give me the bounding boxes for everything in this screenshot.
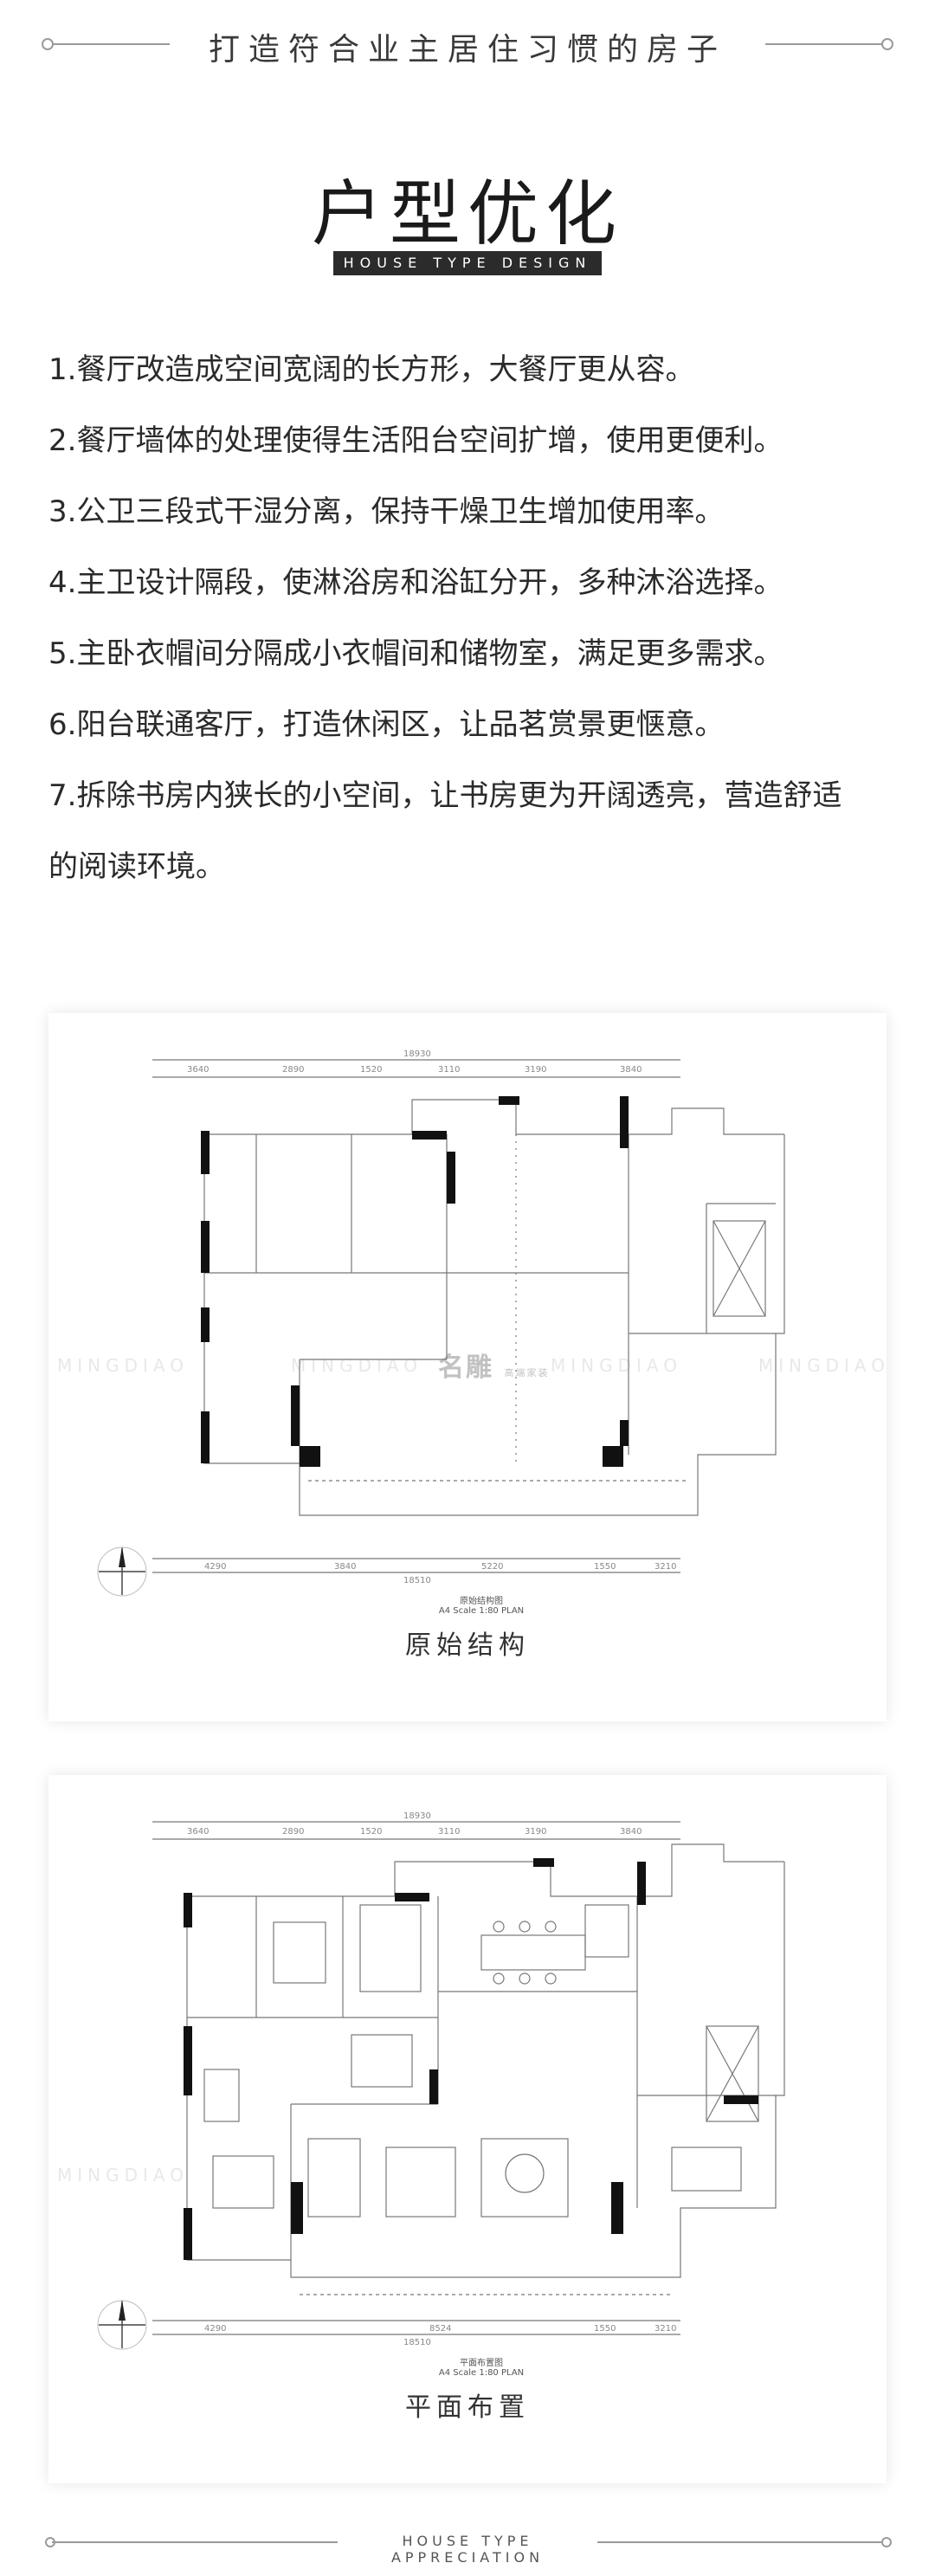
list-item: 6.阳台联通客厅，打造休闲区，让品茗赏景更惬意。: [48, 707, 725, 742]
svg-text:4290: 4290: [204, 2324, 226, 2334]
right-dot: [881, 38, 893, 50]
page-title: 户型优化: [311, 173, 623, 255]
svg-text:1520: 1520: [360, 1827, 382, 1837]
svg-text:3210: 3210: [654, 2324, 676, 2334]
slogan: 打造符合业主居住习惯的房子: [208, 32, 726, 68]
svg-text:2890: 2890: [282, 1065, 304, 1075]
svg-text:3840: 3840: [620, 1065, 642, 1075]
list-item: 3.公卫三段式干湿分离，保持干燥卫生增加使用率。: [48, 494, 725, 529]
svg-text:3840: 3840: [620, 1827, 642, 1837]
right-dot: [881, 2537, 892, 2547]
layout-floor-plan: 3640 2890 1520 3110 3190 3840 18930 4290…: [152, 1810, 802, 2347]
scale-value: Scale 1:80: [453, 1606, 499, 1616]
svg-text:1550: 1550: [594, 2324, 616, 2334]
brand-logo: 名雕 高端家装: [438, 1346, 549, 1384]
top-slogan-bar: 打造符合业主居住习惯的房子: [0, 0, 935, 87]
watermark: MINGDIAO: [291, 1355, 422, 1376]
scale-value: Scale 1:80: [453, 2368, 499, 2378]
list-item: 4.主卫设计隔段，使淋浴房和浴缸分开，多种沐浴选择。: [48, 565, 783, 600]
svg-text:3640: 3640: [187, 1827, 209, 1837]
floor-plan-drawing: 3640 2890 1520 3110 3190 3840 18930 4290…: [152, 1049, 785, 1585]
left-dot: [42, 38, 54, 50]
plan-card-layout: 3640 2890 1520 3110 3190 3840 18930 4290…: [48, 1775, 887, 2483]
page-subtitle: HOUSE TYPE DESIGN: [333, 251, 602, 275]
original-floor-plan: 3640 2890 1520 3110 3190 3840 18930 4290…: [152, 1048, 802, 1585]
plan-scale: 原始结构图 A4 Scale 1:80 PLAN: [429, 1593, 533, 1616]
plan-label: PLAN: [500, 2368, 525, 2378]
list-item: 的阅读环境。: [48, 849, 225, 884]
scale-code: A4: [438, 2368, 451, 2378]
svg-text:18930: 18930: [403, 1811, 431, 1821]
svg-text:1520: 1520: [360, 1065, 382, 1075]
svg-text:5220: 5220: [481, 1562, 503, 1572]
svg-text:3210: 3210: [654, 1562, 676, 1572]
footer-text: HOUSE TYPE APPRECIATION: [390, 2533, 545, 2566]
left-rule: [52, 2541, 338, 2543]
svg-text:3110: 3110: [438, 1827, 460, 1837]
right-rule: [765, 43, 887, 45]
list-item: 1.餐厅改造成空间宽阔的长方形，大餐厅更从容。: [48, 352, 695, 387]
list-item: 2.餐厅墙体的处理使得生活阳台空间扩增，使用更便利。: [48, 423, 783, 458]
svg-text:3190: 3190: [525, 1065, 546, 1075]
logo-text: 名雕: [438, 1353, 493, 1383]
plan-title: 原始结构图: [460, 1597, 503, 1606]
plan-title: 平面布置图: [460, 2359, 503, 2368]
bottom-bar: HOUSE TYPE APPRECIATION: [0, 2515, 935, 2567]
plan-label: PLAN: [500, 1606, 525, 1616]
left-rule: [48, 43, 170, 45]
logo-subtext: 高端家装: [504, 1367, 550, 1378]
svg-text:18510: 18510: [403, 1576, 431, 1585]
svg-text:1550: 1550: [594, 1562, 616, 1572]
list-item: 5.主卧衣帽间分隔成小衣帽间和储物室，满足更多需求。: [48, 636, 783, 671]
list-item: 7.拆除书房内狭长的小空间，让书房更为开阔透亮，营造舒适: [48, 778, 842, 813]
scale-code: A4: [438, 1606, 451, 1616]
plan-scale: 平面布置图 A4 Scale 1:80 PLAN: [429, 2355, 533, 2378]
card-caption: 平面布置: [405, 2392, 530, 2423]
card-caption: 原始结构: [405, 1630, 530, 1661]
right-rule: [597, 2541, 883, 2543]
floor-plan-drawing: 3640 2890 1520 3110 3190 3840 18930 4290…: [152, 1811, 785, 2347]
optimization-list: 1.餐厅改造成空间宽阔的长方形，大餐厅更从容。 2.餐厅墙体的处理使得生活阳台空…: [48, 334, 897, 902]
svg-text:3110: 3110: [438, 1065, 460, 1075]
svg-text:2890: 2890: [282, 1827, 304, 1837]
compass-icon: [97, 2300, 147, 2350]
plan-card-original: 3640 2890 1520 3110 3190 3840 18930 4290…: [48, 1013, 887, 1721]
svg-text:3190: 3190: [525, 1827, 546, 1837]
watermark: MINGDIAO: [57, 1355, 189, 1376]
watermark: MINGDIAO: [57, 2165, 189, 2185]
svg-text:3840: 3840: [334, 1562, 356, 1572]
svg-text:3640: 3640: [187, 1065, 209, 1075]
svg-text:4290: 4290: [204, 1562, 226, 1572]
svg-text:18930: 18930: [403, 1049, 431, 1059]
svg-text:8524: 8524: [429, 2324, 451, 2334]
watermark: MINGDIAO: [551, 1355, 682, 1376]
svg-text:18510: 18510: [403, 2338, 431, 2347]
watermark: MINGDIAO: [758, 1355, 890, 1376]
compass-icon: [97, 1546, 147, 1597]
